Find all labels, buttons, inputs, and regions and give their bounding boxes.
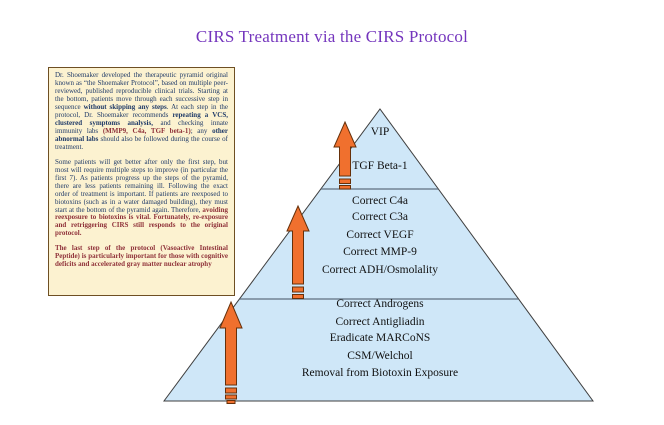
- pyramid-label-correct-adh-osmolality: Correct ADH/Osmolality: [322, 264, 438, 276]
- page-title: CIRS Treatment via the CIRS Protocol: [195, 27, 469, 46]
- pyramid-label-correct-mmp-9: Correct MMP-9: [343, 246, 417, 258]
- description-text: and checking innate immunity labs: [55, 118, 228, 135]
- description-paragraph-1: Dr. Shoemaker developed the therapeutic …: [55, 71, 229, 152]
- pyramid-label-eradicate-marcons: Eradicate MARCoNS: [329, 332, 431, 344]
- description-text: (MMP9, C4a, TGF beta-1): [102, 126, 191, 135]
- up-arrow-icon: [219, 300, 243, 404]
- protocol-description-box: Dr. Shoemaker developed the therapeutic …: [48, 67, 235, 296]
- description-text: The last step of the protocol (Vasoactiv…: [55, 244, 228, 269]
- description-text: other abnormal labs: [55, 126, 229, 143]
- pyramid-label-correct-c3a: Correct C3a: [352, 211, 408, 223]
- pyramid-label-correct-c4a: Correct C4a: [352, 195, 408, 207]
- pyramid-label-tgf-beta-1: TGF Beta-1: [352, 160, 408, 172]
- description-text: . At each step in the protocol, Dr. Shoe…: [55, 102, 228, 119]
- up-arrow-icon: [286, 204, 310, 299]
- description-text: without skipping any steps: [83, 102, 167, 111]
- description-paragraph-3: The last step of the protocol (Vasoactiv…: [55, 244, 228, 269]
- pyramid-label-correct-antigliadin: Correct Antigliadin: [335, 316, 425, 328]
- up-arrow-icon: [333, 120, 357, 190]
- pyramid-label-removal-from-biotoxin-exposure: Removal from Biotoxin Exposure: [301, 367, 459, 379]
- description-text: repeating a VCS, clustered symptoms anal…: [55, 110, 228, 127]
- description-text: avoiding reexposure to biotoxins is vita…: [55, 205, 228, 238]
- description-text: should also be followed during the cours…: [55, 134, 228, 151]
- pyramid-label-correct-androgens: Correct Androgens: [336, 298, 424, 310]
- pyramid-shape: [163, 108, 594, 402]
- pyramid-label-correct-vegf: Correct VEGF: [346, 229, 414, 241]
- description-text: Some patients will get better after only…: [55, 157, 228, 214]
- description-paragraph-2: Some patients will get better after only…: [55, 157, 228, 239]
- description-text: Dr. Shoemaker developed the therapeutic …: [55, 71, 228, 111]
- pyramid-label-vip: VIP: [370, 126, 390, 138]
- pyramid-label-csm-welchol: CSM/Welchol: [347, 350, 413, 362]
- description-text: ; any: [190, 126, 213, 135]
